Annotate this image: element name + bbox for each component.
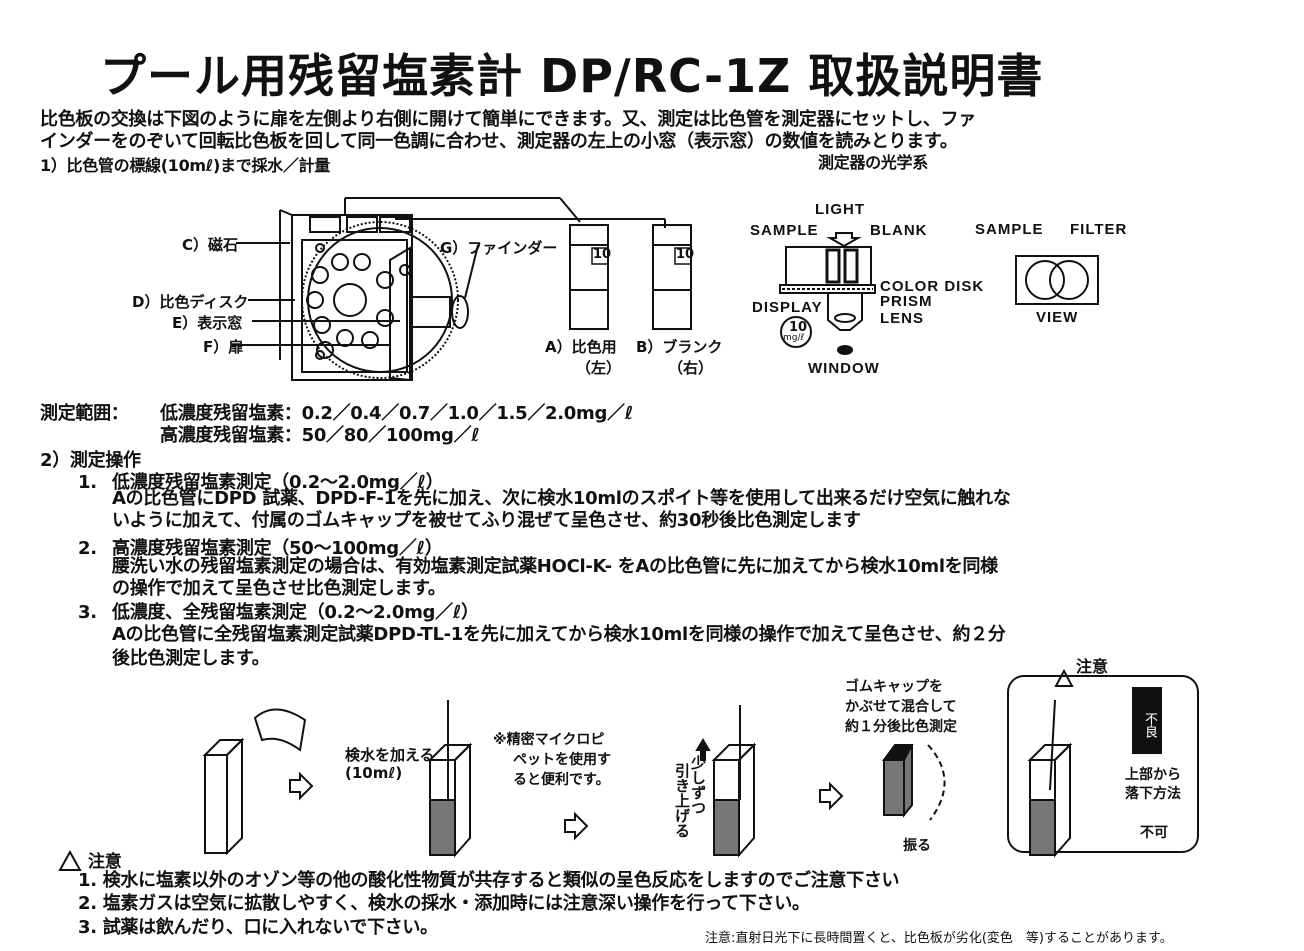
label-door: F）扉 [203, 338, 244, 356]
pull-up-1: 少しずつ [689, 755, 707, 815]
optics-display: DISPLAY [752, 299, 823, 316]
pull-up-2: 引き上げる [673, 763, 691, 838]
op2-line-2: の操作で加えて呈色させ比色測定します。 [112, 578, 446, 599]
optics-prism: PRISM [880, 293, 933, 310]
caution-item-2: 2. 塩素ガスは空気に拡散しやすく、検水の採水・添加時には注意深い操作を行って下… [78, 893, 810, 914]
tube-b-mark: 10 [676, 247, 695, 262]
step2-heading: 2）測定操作 [40, 450, 141, 471]
bad-note-2: 落下方法 [1125, 786, 1181, 802]
intro-line-1: 比色板の交換は下図のように扉を左側より右側に開けて簡単にできます。又、測定は比色… [40, 109, 976, 130]
footnote: 注意:直射日光下に長時間置くと、比色板が劣化(変色 等)することがあります。 [705, 931, 1173, 946]
cap-note-1: ゴムキャップを [845, 679, 943, 695]
display-unit: mg/ℓ [783, 333, 805, 343]
label-finder: G）ファインダー [440, 239, 558, 257]
optics-sample: SAMPLE [750, 222, 819, 239]
op3-title: 低濃度、全残留塩素測定（0.2～2.0mg／ℓ） [112, 602, 479, 623]
optics-window: WINDOW [808, 360, 880, 377]
op1-title: 低濃度残留塩素測定（0.2～2.0mg／ℓ） [112, 472, 444, 493]
label-display-window: E）表示窓 [172, 314, 243, 332]
caution-item-1: 1. 検水に塩素以外のオゾン等の他の酸化性物質が共存すると類似の呈色反応をします… [78, 870, 900, 891]
label-color-disk: D）比色ディスク [132, 293, 249, 311]
document-title: プール用残留塩素計 DP/RC-1Z 取扱説明書 [100, 49, 1044, 103]
not-ok-label: 不可 [1140, 825, 1168, 841]
range-label: 測定範囲： [40, 403, 129, 424]
op3-line-2: 後比色測定します。 [112, 648, 270, 669]
shake-label: 振る [903, 838, 931, 854]
optics-light: LIGHT [815, 201, 865, 218]
tube-a-mark: 10 [593, 247, 612, 262]
op1-number: 1. [78, 472, 97, 493]
label-tube-a: A）比色用 [545, 338, 617, 356]
optics-color-disk: COLOR DISK [880, 278, 985, 295]
label-tube-a-sub: （左） [576, 359, 622, 377]
label-tube-b-sub: （右） [668, 359, 714, 377]
op2-line-1: 腰洗い水の残留塩素測定の場合は、有効塩素測定試薬HOCl-K- をAの比色管に先… [112, 556, 998, 577]
op1-line-1: Aの比色管にDPD 試薬、DPD-F-1を先に加え、次に検水10mlのスポイト等… [112, 488, 1011, 509]
view-filter: FILTER [1070, 221, 1128, 238]
bad-badge: 不良 [1142, 712, 1157, 738]
cap-note-2: かぶせて混合して [845, 699, 957, 715]
op2-number: 2. [78, 538, 97, 559]
caution-box-title: 注意 [1076, 657, 1109, 676]
view-label: VIEW [1036, 309, 1079, 326]
op1-line-2: いように加えて、付属のゴムキャップを被せてふり混ぜて呈色させ、約30秒後比色測定… [112, 510, 861, 531]
bad-note-1: 上部から [1125, 767, 1181, 783]
warning-triangle-icons [58, 668, 1074, 871]
add-water-label: 検水を加える [345, 746, 435, 764]
optics-lens: LENS [880, 310, 925, 327]
label-tube-b: B）ブランク [636, 338, 723, 356]
comparator-device-drawing [232, 197, 666, 382]
step1-heading: 1）比色管の標線(10mℓ)まで採水／計量 [40, 156, 330, 175]
add-water-volume: (10mℓ) [345, 764, 403, 782]
blank-tube-b-drawing [652, 224, 692, 330]
cap-note-3: 約１分後比色測定 [845, 719, 957, 735]
op3-line-1: Aの比色管に全残留塩素測定試薬DPD-TL-1を先に加えてから検水10mlを同様… [112, 624, 1006, 645]
intro-line-2: インダーをのぞいて回転比色板を回して同一色調に合わせ、測定器の左上の小窓（表示窓… [40, 131, 958, 152]
optics-heading: 測定器の光学系 [818, 153, 928, 172]
optics-blank: BLANK [870, 222, 928, 239]
caution-title: 注意 [88, 852, 122, 872]
display-value: 10 [789, 320, 808, 335]
pipette-note-1: ※精密マイクロピ [493, 732, 605, 748]
op3-number: 3. [78, 602, 97, 623]
pipette-note-2: ペットを使用す [513, 752, 611, 768]
pipette-note-3: ると便利です。 [513, 772, 610, 788]
sample-tube-a-drawing [569, 224, 609, 330]
op2-title: 高濃度残留塩素測定（50～100mg／ℓ） [112, 538, 443, 559]
range-low: 低濃度残留塩素：0.2／0.4／0.7／1.0／1.5／2.0mg／ℓ [160, 403, 633, 424]
optics-drawing [779, 232, 1099, 355]
procedure-illustrations [202, 675, 1199, 858]
range-high: 高濃度残留塩素：50／80／100mg／ℓ [160, 425, 480, 446]
label-magnet: C）磁石 [182, 236, 239, 254]
caution-item-3: 3. 試薬は飲んだり、口に入れないで下さい。 [78, 917, 438, 938]
view-sample: SAMPLE [975, 221, 1044, 238]
